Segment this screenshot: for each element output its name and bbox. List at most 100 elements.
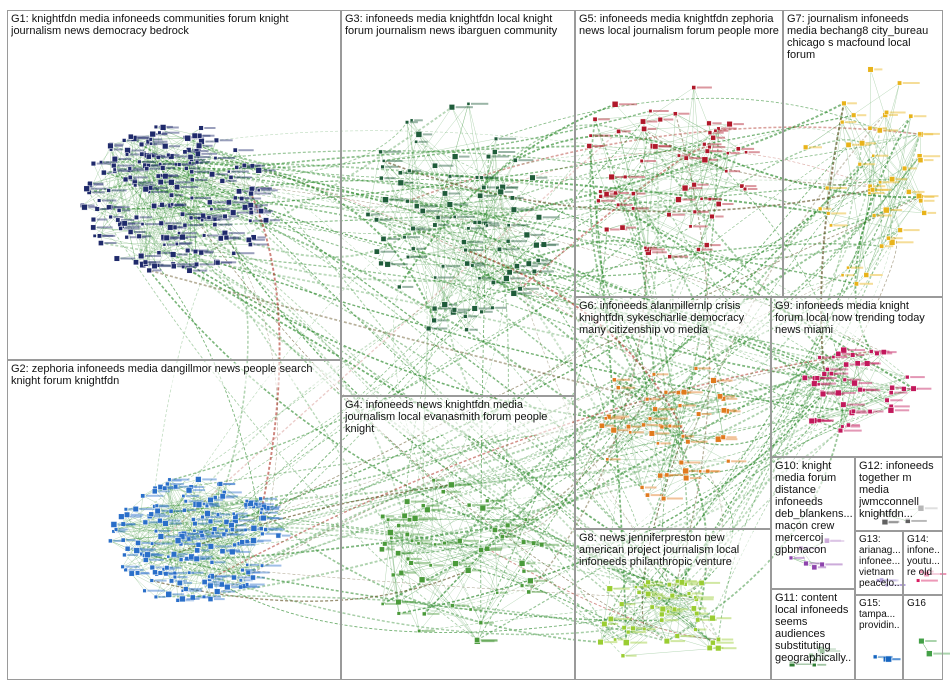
node (259, 507, 264, 512)
node-label-mark (730, 152, 740, 155)
edge (175, 486, 266, 530)
edge (814, 351, 872, 384)
node-label-mark (668, 391, 682, 394)
edge (413, 224, 435, 229)
edge (198, 130, 716, 506)
edge (220, 483, 264, 519)
edge (885, 114, 893, 243)
edge (115, 529, 175, 555)
node (485, 498, 490, 503)
edge (384, 543, 423, 580)
node (153, 124, 158, 129)
node-label-mark (684, 461, 701, 464)
edge (873, 168, 905, 216)
node (167, 477, 172, 482)
node-label-mark (131, 149, 144, 152)
edge (141, 130, 705, 161)
edge (645, 584, 719, 649)
node-label-mark (498, 137, 517, 140)
edge (89, 145, 590, 194)
node-label-mark (384, 177, 396, 180)
edge (169, 479, 187, 590)
node-label-mark (907, 167, 917, 170)
edge (669, 128, 719, 257)
node (463, 314, 468, 319)
node-label-mark (660, 442, 671, 445)
edge (659, 598, 714, 643)
node-label-mark (830, 187, 848, 189)
edge (114, 169, 137, 263)
node (382, 541, 388, 547)
edge (790, 557, 815, 568)
node (905, 374, 910, 380)
node (704, 148, 710, 154)
node-label-mark (648, 584, 664, 587)
node-label-mark (237, 211, 251, 214)
edge (149, 188, 252, 193)
node-label-mark (151, 164, 166, 167)
group-label-g13: G13: arianag... infonee... vietnam peace… (859, 534, 900, 589)
node-label-mark (477, 221, 488, 224)
node-label-mark (184, 558, 200, 561)
node (471, 305, 478, 312)
edge (698, 153, 729, 250)
edge (659, 598, 710, 649)
node (416, 541, 421, 546)
node (410, 225, 416, 232)
node (828, 371, 834, 377)
node-label-mark (603, 190, 620, 193)
node-label-mark (895, 386, 905, 389)
node (223, 519, 230, 525)
edge (424, 505, 470, 614)
edge (713, 380, 724, 438)
edge (202, 215, 217, 263)
node (230, 527, 235, 532)
node (659, 611, 665, 618)
edge (376, 219, 509, 242)
group-panel-g10: G10: knight media forum distance infonee… (771, 457, 855, 589)
node (101, 169, 107, 176)
node (374, 217, 379, 223)
node-label-mark (161, 175, 173, 177)
edge (89, 182, 660, 600)
node (619, 601, 625, 607)
node (178, 533, 186, 540)
node-label-mark (252, 571, 270, 574)
node-label-mark (248, 206, 261, 209)
edge (693, 87, 708, 246)
edge (598, 200, 634, 209)
node (481, 184, 487, 190)
node (172, 570, 177, 575)
node (441, 264, 446, 269)
node-label-mark (255, 164, 265, 167)
edge (819, 208, 832, 226)
node-label-mark (172, 593, 185, 596)
node (821, 371, 827, 377)
edge (137, 550, 198, 574)
node-label-mark (150, 154, 162, 157)
node (706, 120, 712, 126)
edge (154, 198, 243, 492)
edge (381, 134, 419, 179)
node-label-mark (137, 137, 154, 140)
edge (160, 486, 243, 571)
edge (434, 224, 493, 308)
edge (659, 597, 713, 619)
edge (449, 204, 514, 210)
node (380, 514, 386, 519)
edge (411, 507, 483, 541)
node (666, 582, 672, 588)
edge (451, 107, 485, 188)
node (478, 620, 484, 625)
edge (819, 420, 841, 431)
edge (662, 608, 714, 643)
edge (126, 514, 158, 575)
edge (376, 103, 469, 220)
edge (171, 194, 513, 208)
node (407, 168, 412, 173)
node (693, 595, 698, 600)
node (518, 560, 526, 567)
edge (535, 244, 727, 413)
node-label-mark (670, 610, 683, 613)
node (189, 177, 195, 183)
